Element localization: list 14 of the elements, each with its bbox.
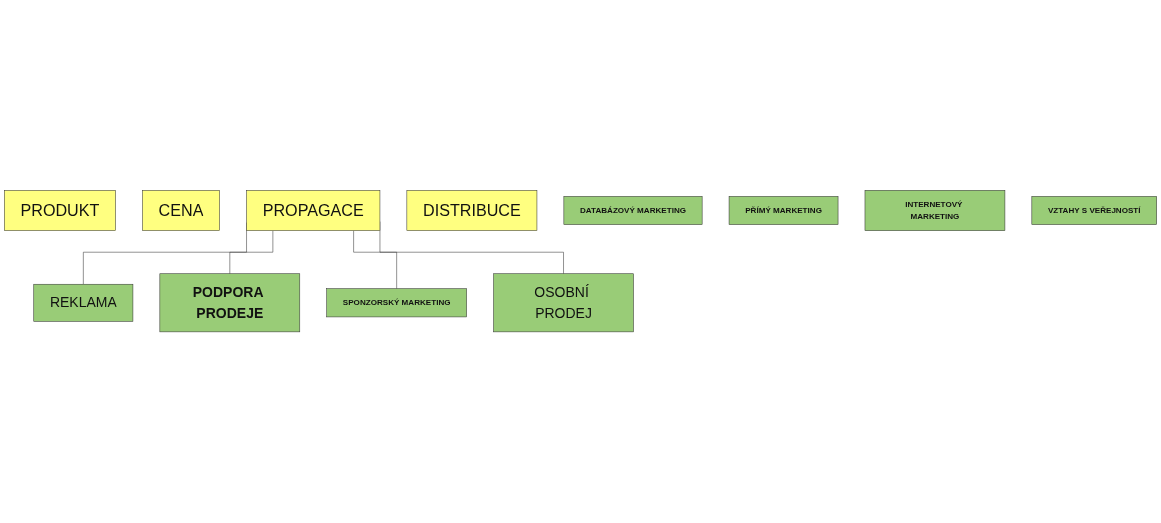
node-box: PRODUKT <box>4 190 116 232</box>
connector <box>353 230 397 290</box>
node-box: VZTAHY S VEŘEJNOSTÍ <box>1031 196 1157 226</box>
node-box: CENA <box>142 190 220 232</box>
node-box: DATABÁZOVÝ MARKETING <box>563 196 703 226</box>
node-box: SPONZORSKÝ MARKETING <box>326 288 467 318</box>
node-box: REKLAMA <box>33 284 134 323</box>
connector <box>229 230 274 275</box>
node-box: DISTRIBUCE <box>406 190 538 232</box>
node-box: PŘÍMÝ MARKETING <box>728 196 839 226</box>
node-box: PROPAGACE <box>246 190 381 232</box>
node-box: INTERNETOVÝ MARKETING <box>864 190 1006 232</box>
node-box: PODPORA PRODEJE <box>159 273 301 333</box>
node-box: OSOBNÍ PRODEJ <box>493 273 634 333</box>
